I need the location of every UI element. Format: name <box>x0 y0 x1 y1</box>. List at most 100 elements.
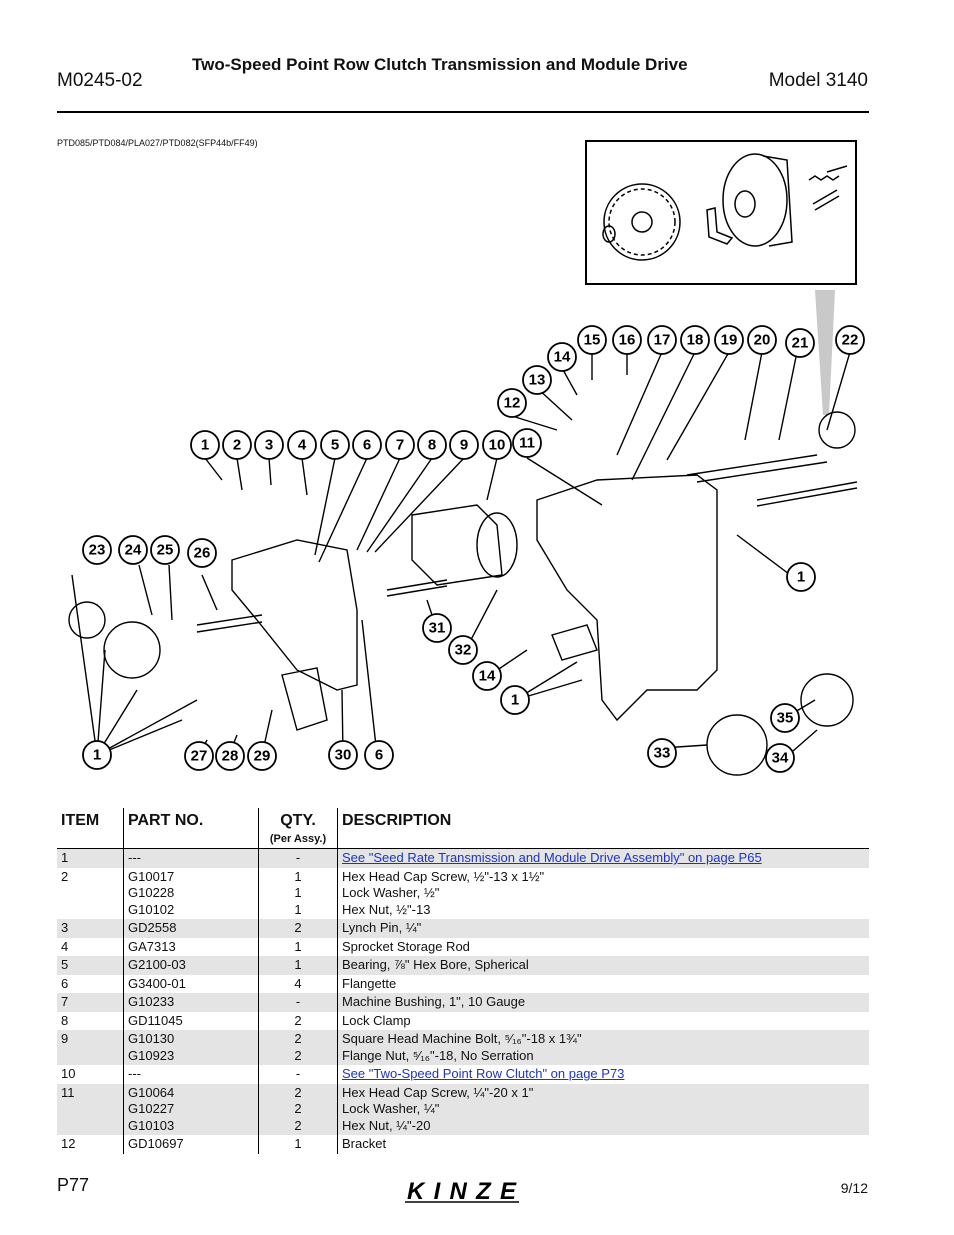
description-cell: Bracket <box>337 1135 869 1154</box>
callout-2: 2 <box>233 437 241 454</box>
description-cell: Machine Bushing, 1", 10 Gauge <box>337 993 869 1012</box>
header-title: Two-Speed Point Row Clutch Transmission … <box>192 55 688 74</box>
description: Hex Nut, ½"-13 <box>342 901 431 917</box>
col-header-desc: DESCRIPTION <box>337 808 869 849</box>
part-number: G10923 <box>128 1047 175 1063</box>
callout-1-right: 1 <box>797 569 805 586</box>
callout-18: 18 <box>687 332 704 349</box>
part-number: GD2558 <box>128 920 177 935</box>
description: Square Head Machine Bolt, ⁵⁄₁₆"-18 x 1¾" <box>342 1031 582 1046</box>
part-number: G3400-01 <box>128 975 186 991</box>
callout-21: 21 <box>792 335 809 352</box>
description-cell: See "Two-Speed Point Row Clutch" on page… <box>337 1065 869 1084</box>
col-header-item: ITEM <box>57 808 124 849</box>
item-number: 8 <box>61 1012 69 1028</box>
description: Sprocket Storage Rod <box>342 938 470 954</box>
col-header-qty-sub: (Per Assy.) <box>269 833 327 845</box>
description: Flangette <box>342 975 397 991</box>
col-header-qty: QTY. (Per Assy.) <box>258 808 338 849</box>
description-cell: Lock Clamp <box>337 1011 869 1030</box>
part-number: G10017 <box>128 868 175 884</box>
quantity: 2 <box>294 920 302 935</box>
item-number: 9 <box>57 1030 124 1065</box>
cross-reference-link[interactable]: See "Two-Speed Point Row Clutch" on page… <box>342 1066 625 1081</box>
sprocket-clutch-detail-illustration <box>602 153 848 261</box>
header-rule <box>57 111 869 113</box>
figure-reference: PTD085/PTD084/PLA027/PTD082(SFP44b/FF49) <box>57 138 258 148</box>
quantity-cell: 1 <box>258 1135 338 1154</box>
quantity: 2 <box>294 1031 302 1046</box>
quantity-cell: 4 <box>258 974 338 993</box>
quantity: 4 <box>294 975 302 991</box>
description-cell: Flangette <box>337 974 869 993</box>
part-number: G10064 <box>128 1084 175 1100</box>
quantity: 1 <box>294 1136 302 1151</box>
description: Lock Washer, ¼" <box>342 1101 440 1116</box>
svg-text:KINZE: KINZE <box>407 1178 517 1204</box>
callout-22: 22 <box>842 332 859 349</box>
callout-5: 5 <box>331 437 339 454</box>
item-number: 7 <box>57 993 124 1012</box>
part-number: G10227 <box>128 1101 175 1116</box>
item-number: 12 <box>61 1136 76 1151</box>
callout-20: 20 <box>754 332 771 349</box>
part-number: --- <box>128 1066 141 1081</box>
quantity: 1 <box>294 938 302 954</box>
description: Lock Washer, ½" <box>342 885 440 900</box>
callout-1-left: 1 <box>93 747 101 764</box>
callout-11: 11 <box>519 435 535 452</box>
part-number: G10228 <box>128 885 175 900</box>
item-number: 10 <box>61 1066 76 1081</box>
item-number: 4 <box>61 938 69 954</box>
item-number: 6 <box>61 975 69 991</box>
callout-8: 8 <box>428 437 436 454</box>
callout-32: 32 <box>455 642 472 659</box>
callout-1-top: 1 <box>201 437 209 454</box>
callout-10: 10 <box>489 437 506 454</box>
quantity-cell: 1 <box>258 956 338 975</box>
callout-16: 16 <box>619 332 636 349</box>
part-number-cell: G3400-01 <box>123 974 259 993</box>
part-number: G10102 <box>128 901 175 917</box>
description: Hex Head Cap Screw, ½"-13 x 1½" <box>342 868 545 884</box>
quantity: 2 <box>294 1047 302 1063</box>
part-number-cell: --- <box>123 1065 259 1084</box>
callout-17: 17 <box>654 332 671 349</box>
part-number-cell: GA7313 <box>123 937 259 956</box>
part-number: G2100-03 <box>128 957 186 972</box>
part-number-cell: GD2558 <box>123 919 259 938</box>
part-number: GD11045 <box>128 1012 183 1028</box>
callout-15: 15 <box>584 332 601 349</box>
callout-24: 24 <box>125 542 142 559</box>
page-number: P77 <box>57 1175 90 1195</box>
quantity-cell: 1 <box>258 937 338 956</box>
table-row: 10----See "Two-Speed Point Row Clutch" o… <box>57 1065 869 1084</box>
quantity: 1 <box>294 901 302 917</box>
callout-29: 29 <box>254 748 271 765</box>
description-cell: See "Seed Rate Transmission and Module D… <box>337 848 869 868</box>
callout-35: 35 <box>777 710 794 727</box>
table-row: 6 G3400-01 4 Flangette <box>57 974 869 993</box>
revision-date: 9/12 <box>840 1180 868 1196</box>
item-number: 3 <box>57 919 124 938</box>
description: Bearing, ⅞" Hex Bore, Spherical <box>342 957 529 972</box>
cross-reference-link[interactable]: See "Seed Rate Transmission and Module D… <box>342 850 762 865</box>
item-number: 5 <box>57 956 124 975</box>
quantity: - <box>295 850 301 865</box>
header-model: Model 3140 <box>768 70 868 91</box>
quantity: - <box>295 994 301 1009</box>
callout-30: 30 <box>335 747 352 764</box>
description-cell: Hex Head Cap Screw, ¼"-20 x 1"Lock Washe… <box>337 1083 869 1135</box>
description: Flange Nut, ⁵⁄₁₆"-18, No Serration <box>342 1047 534 1063</box>
description: Lock Clamp <box>342 1012 411 1028</box>
item-number: 2 <box>61 868 69 884</box>
quantity: - <box>295 1066 301 1081</box>
